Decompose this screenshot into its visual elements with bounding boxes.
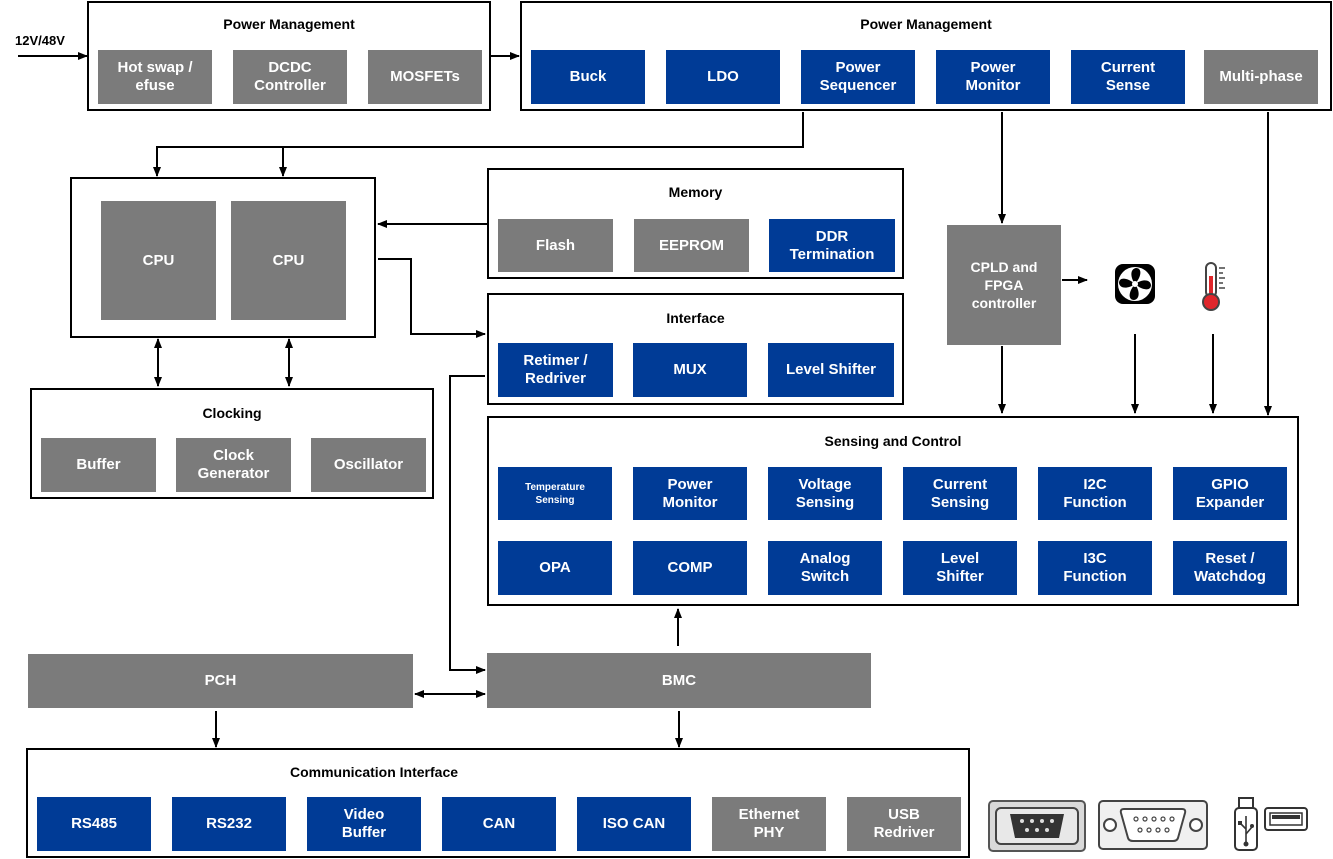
group-title: Clocking: [202, 405, 262, 421]
gpio-expander-block: GPIO Expander: [1173, 467, 1287, 520]
eeprom-block: EEPROM: [634, 219, 749, 272]
video-buffer-block: Video Buffer: [307, 797, 421, 851]
pch-block: PCH: [28, 654, 413, 708]
oscillator-block: Oscillator: [311, 438, 426, 492]
sequencer-to-cpu-arrow: [153, 112, 804, 177]
level-shifter-sense-block: Level Shifter: [903, 541, 1017, 595]
group-title: Sensing and Control: [824, 433, 962, 449]
group-title: Communication Interface: [289, 764, 459, 780]
ethernet-phy-block: Ethernet PHY: [712, 797, 826, 851]
hot-swap-efuse-block: Hot swap / efuse: [98, 50, 212, 104]
group-title: Power Management: [860, 16, 992, 32]
reset-watchdog-block: Reset / Watchdog: [1173, 541, 1287, 595]
serial-port-icon: [988, 800, 1086, 852]
ddr-termination-block: DDR Termination: [769, 219, 895, 272]
interface-to-bmc-arrow: [449, 375, 486, 674]
iso-can-block: ISO CAN: [577, 797, 691, 851]
temperature-sensing-block: Temperature Sensing: [498, 467, 612, 520]
fan-icon: [1115, 264, 1155, 304]
sensing-control-group: Sensing and Control: [487, 416, 1299, 606]
i3c-function-block: I3C Function: [1038, 541, 1152, 595]
power-sequencer-block: Power Sequencer: [801, 50, 915, 104]
usb-redriver-block: USB Redriver: [847, 797, 961, 851]
rs232-block: RS232: [172, 797, 286, 851]
buffer-block: Buffer: [41, 438, 156, 492]
comp-block: COMP: [633, 541, 747, 595]
ldo-block: LDO: [666, 50, 780, 104]
dcdc-controller-block: DCDC Controller: [233, 50, 347, 104]
retimer-redriver-block: Retimer / Redriver: [498, 343, 613, 397]
power-management-main-group: Power Management: [520, 1, 1332, 111]
group-title: Power Management: [223, 16, 355, 32]
bmc-block: BMC: [487, 653, 871, 708]
cpu-block-1: CPU: [101, 201, 216, 320]
i2c-function-block: I2C Function: [1038, 467, 1152, 520]
clock-generator-block: Clock Generator: [176, 438, 291, 492]
cpld-fpga-controller-block: CPLD and FPGA controller: [947, 225, 1061, 345]
mux-block: MUX: [633, 343, 747, 397]
group-title: Interface: [666, 310, 725, 326]
cpu-to-interface-arrow: [378, 258, 486, 338]
thermometer-icon: [1202, 262, 1225, 311]
multi-phase-block: Multi-phase: [1204, 50, 1318, 104]
power-monitor-sense-block: Power Monitor: [633, 467, 747, 520]
group-title: Memory: [668, 184, 723, 200]
cpu-block-2: CPU: [231, 201, 346, 320]
voltage-sensing-block: Voltage Sensing: [768, 467, 882, 520]
current-sense-block: Current Sense: [1071, 50, 1185, 104]
mosfets-block: MOSFETs: [368, 50, 482, 104]
current-sensing-block: Current Sensing: [903, 467, 1017, 520]
flash-block: Flash: [498, 219, 613, 272]
buck-block: Buck: [531, 50, 645, 104]
analog-switch-block: Analog Switch: [768, 541, 882, 595]
rs485-block: RS485: [37, 797, 151, 851]
vga-port-icon: [1098, 800, 1208, 850]
can-block: CAN: [442, 797, 556, 851]
usb-icon: [1234, 797, 1308, 851]
power-monitor-block: Power Monitor: [936, 50, 1050, 104]
level-shifter-block: Level Shifter: [768, 343, 894, 397]
input-voltage-label: 12V/48V: [15, 33, 65, 48]
opa-block: OPA: [498, 541, 612, 595]
